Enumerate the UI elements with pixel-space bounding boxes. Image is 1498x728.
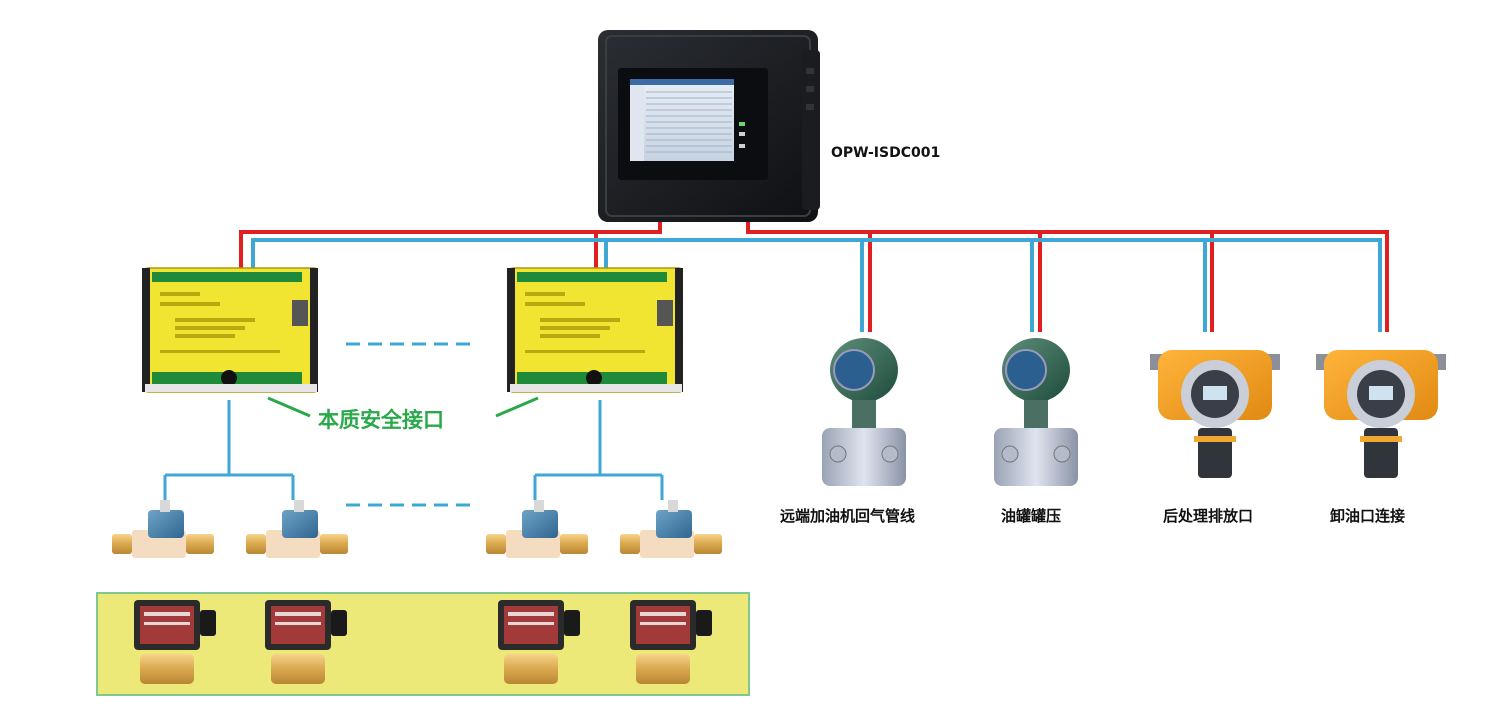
solenoid-valve-2 <box>265 600 347 684</box>
controller-screen <box>630 79 734 161</box>
device-label-exhaust-port: 后处理排放口 <box>1163 507 1254 525</box>
controller-model-label: OPW-ISDC001 <box>831 145 941 161</box>
interface-bracket <box>267 396 539 418</box>
pressure-sensor-4 <box>620 500 722 558</box>
io-board-1 <box>142 267 318 393</box>
solenoid-valve-1 <box>134 600 216 684</box>
device-label-tank-pressure: 油罐罐压 <box>1001 507 1062 525</box>
solenoid-valve-4 <box>630 600 712 684</box>
gas-detector-1 <box>1150 350 1280 478</box>
pressure-sensor-3 <box>486 500 588 558</box>
pressure-transmitter-2 <box>994 338 1078 486</box>
device-label-unload-port: 卸油口连接 <box>1330 507 1406 525</box>
pressure-sensor-2 <box>246 500 348 558</box>
solenoid-valve-3 <box>498 600 580 684</box>
device-label-return-line: 远端加油机回气管线 <box>780 507 916 525</box>
red-bus-right <box>746 212 1389 332</box>
blue-board2-valves <box>533 400 664 500</box>
interface-label: 本质安全接口 <box>318 408 444 432</box>
controller-unit <box>598 30 820 222</box>
io-board-2 <box>507 267 683 393</box>
blue-bus-line <box>251 238 1382 332</box>
pressure-transmitter-1 <box>822 338 906 486</box>
blue-board1-valves <box>163 400 295 500</box>
pressure-sensor-1 <box>112 500 214 558</box>
gas-detector-2 <box>1316 350 1446 478</box>
